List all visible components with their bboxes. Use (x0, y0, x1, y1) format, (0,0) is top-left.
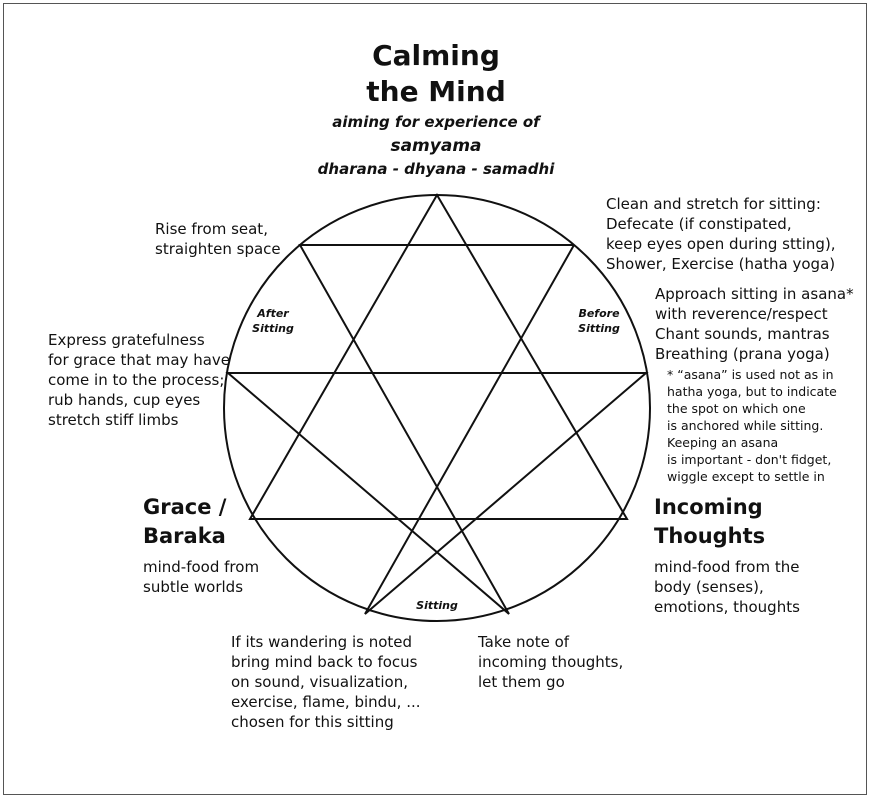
node-grace-baraka: Grace / Baraka (143, 495, 227, 548)
inner-triangle (248, 193, 629, 520)
note-incoming-subtitle: mind-food from the body (senses), emotio… (654, 558, 800, 616)
outer-frame (3, 3, 867, 795)
subtitle-samyama: samyama (390, 136, 482, 156)
note-rise-from-seat: Rise from seat, straighten space (155, 220, 281, 258)
note-approach-sitting: Approach sitting in asana* with reverenc… (655, 285, 854, 363)
hexad-figure (225, 244, 649, 615)
note-wandering: If its wandering is noted bring mind bac… (231, 633, 421, 731)
note-take-note: Take note of incoming thoughts, let them… (478, 633, 624, 691)
label-before-sitting: Before Sitting (578, 307, 620, 335)
node-incoming-thoughts: Incoming Thoughts (654, 495, 766, 548)
label-after-sitting: After Sitting (252, 307, 294, 335)
note-asana-footnote: * “asana” is used not as in hatha yoga, … (667, 367, 837, 484)
page-title: Calming the Mind (366, 39, 506, 108)
outer-circle (223, 194, 651, 622)
note-express-gratefulness: Express gratefulness for grace that may … (48, 331, 230, 429)
label-sitting: Sitting (416, 599, 458, 612)
subtitle-stages: dharana - dhyana - samadhi (317, 160, 555, 178)
note-clean-and-stretch: Clean and stretch for sitting: Defecate … (606, 195, 836, 273)
subtitle-aiming: aiming for experience of (332, 113, 540, 131)
note-grace-subtitle: mind-food from subtle worlds (143, 558, 260, 596)
